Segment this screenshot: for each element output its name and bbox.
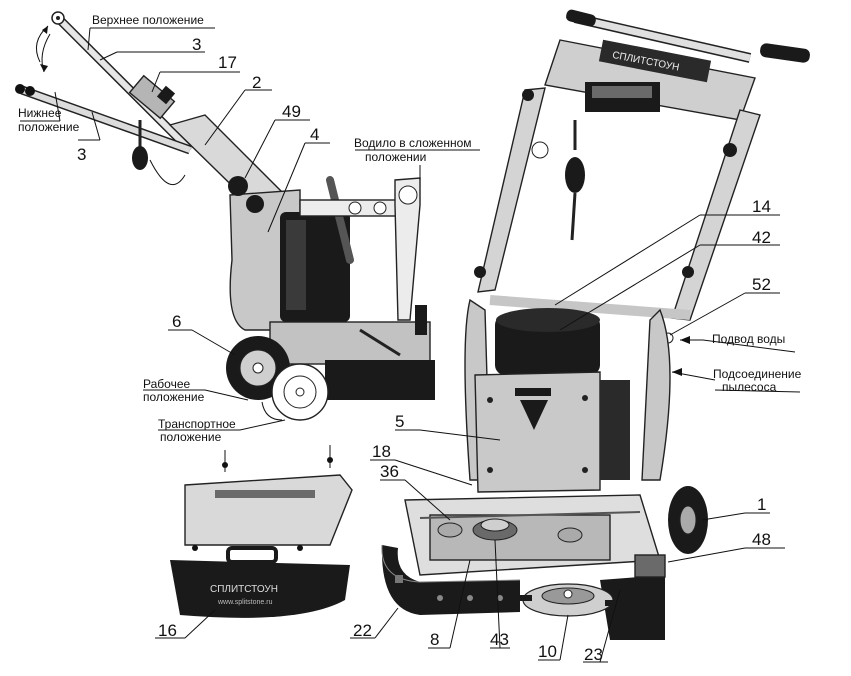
label-lower-position-1: Нижнее <box>18 106 62 120</box>
part-number-17: 17 <box>218 53 237 72</box>
part-number-14: 14 <box>752 197 771 216</box>
part-number-1: 1 <box>757 495 766 514</box>
knob-49b <box>246 195 264 213</box>
label-vacuum-2: пылесоса <box>722 380 777 394</box>
part-number-42: 42 <box>752 228 771 247</box>
motor-mount-plate <box>474 371 601 493</box>
label-vacuum-1: Подсоединение <box>713 367 802 381</box>
covers: СПЛИТСТОУН www.splitstone.ru <box>170 445 353 618</box>
part-number-10: 10 <box>538 642 557 661</box>
text-labels: Верхнее положение Нижнее положение Водил… <box>18 13 802 444</box>
part-number-16: 16 <box>158 621 177 640</box>
part-number-5: 5 <box>395 412 404 431</box>
part-number-6: 6 <box>172 312 181 331</box>
part-number-4: 4 <box>310 125 319 144</box>
part-number-43: 43 <box>490 630 509 649</box>
water-valve-side <box>132 146 148 170</box>
part-number-48: 48 <box>752 530 771 549</box>
part-number-23: 23 <box>584 645 603 664</box>
handle-grip-lower-a <box>15 84 25 94</box>
part-numbers: 1 2 3 3 4 5 6 8 10 14 16 17 18 22 23 36 … <box>77 35 771 664</box>
label-handle-folded-1: Водило в сложенном <box>354 136 472 150</box>
part-number-8: 8 <box>430 630 439 649</box>
part-number-3-upper: 3 <box>192 35 201 54</box>
top-brand-plate <box>598 39 712 83</box>
part-number-18: 18 <box>372 442 391 461</box>
label-transport-position-2: положение <box>160 430 222 444</box>
gearbox <box>429 514 611 561</box>
side-view-machine <box>15 11 435 421</box>
cover-site-logo: www.splitstone.ru <box>217 599 273 606</box>
control-box-side <box>128 74 176 120</box>
part-number-52: 52 <box>752 275 771 294</box>
skirt-cover-16 <box>170 560 350 618</box>
water-valve <box>565 157 585 193</box>
skirt-23 <box>600 575 665 640</box>
label-upper-position: Верхнее положение <box>92 13 204 27</box>
grip-left <box>566 9 596 27</box>
top-cover-plate <box>184 474 353 546</box>
label-transport-position-1: Транспортное <box>158 417 236 431</box>
leader-lines <box>20 27 801 663</box>
part-number-36: 36 <box>380 462 399 481</box>
handle-grip-lower-b <box>25 86 35 96</box>
label-lower-position-2: положение <box>18 120 80 134</box>
base-skirt-side <box>325 360 435 400</box>
part-number-2: 2 <box>252 73 261 92</box>
label-handle-folded-2: положении <box>365 150 426 164</box>
side-plate-48 <box>634 554 666 578</box>
base-side <box>269 321 431 365</box>
part-number-22: 22 <box>353 621 372 640</box>
grip-right <box>760 43 810 63</box>
cover-handle <box>226 546 278 564</box>
label-working-position-1: Рабочее <box>143 377 190 391</box>
skirt-22 <box>381 545 520 615</box>
label-working-position-2: положение <box>143 390 205 404</box>
rail-left <box>477 87 546 293</box>
part-number-49: 49 <box>282 102 301 121</box>
knob-49a <box>228 176 248 196</box>
cover-brand-logo: СПЛИТСТОУН <box>210 584 278 595</box>
main-machine: СПЛИТСТОУН <box>381 9 810 640</box>
part-number-3-lower: 3 <box>77 145 86 164</box>
label-water-supply: Подвод воды <box>712 332 785 346</box>
